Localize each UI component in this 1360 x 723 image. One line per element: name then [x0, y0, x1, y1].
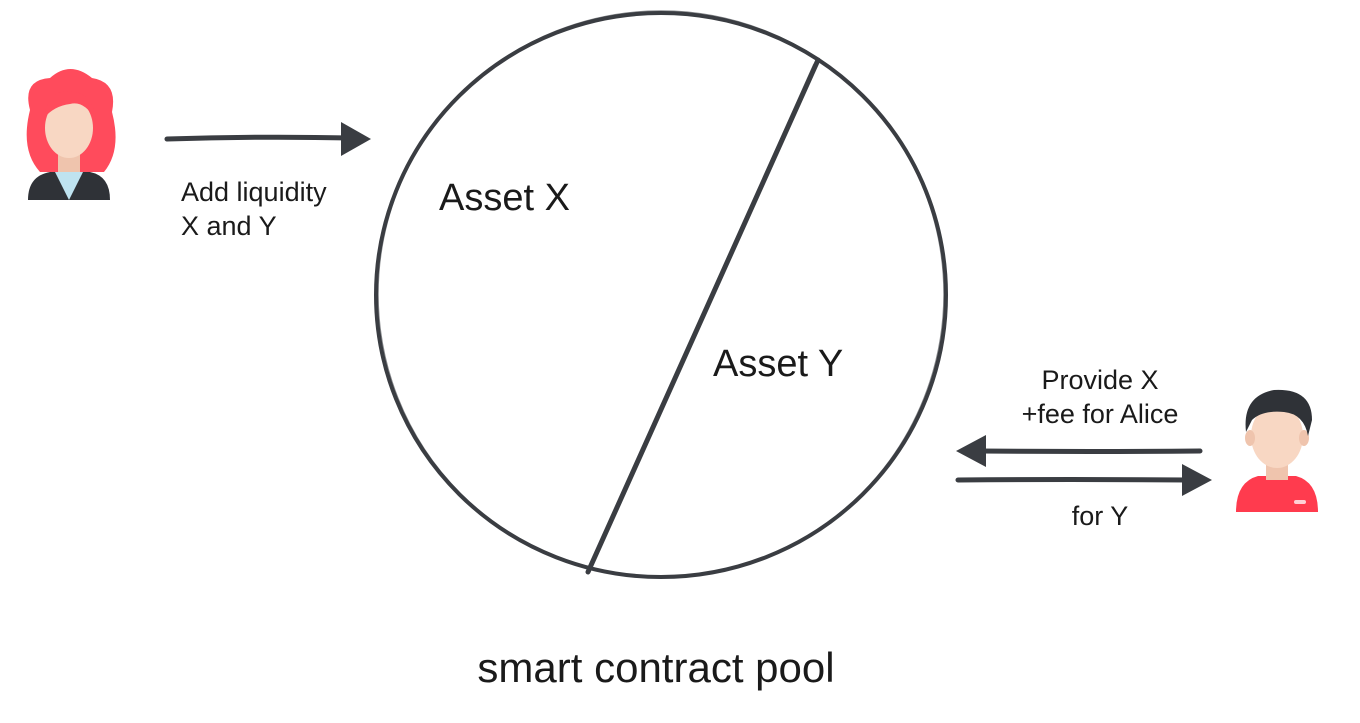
asset-x-label: Asset X: [439, 177, 570, 219]
add-liquidity-arrow: [164, 122, 371, 156]
for-y-label: for Y: [1071, 501, 1129, 531]
provide-x-line2: +fee for Alice: [1021, 398, 1179, 429]
man-avatar-icon: [1236, 389, 1318, 512]
asset-y-label: Asset Y: [713, 343, 844, 385]
add-liquidity-line1: Add liquidity: [181, 177, 327, 207]
pool-caption: smart contract pool: [477, 644, 835, 691]
for-y-arrow: [955, 464, 1212, 496]
add-liquidity-line2: X and Y: [181, 210, 277, 241]
add-liquidity-label: Add liquidity X and Y: [181, 176, 327, 244]
provide-x-line1: Provide X: [1041, 365, 1159, 395]
woman-avatar-icon: [26, 69, 116, 200]
pool-circle: [374, 10, 948, 579]
provide-x-arrow: [956, 435, 1203, 467]
pool-divider-line: [585, 57, 821, 575]
provide-x-label: Provide X +fee for Alice: [990, 364, 1210, 432]
